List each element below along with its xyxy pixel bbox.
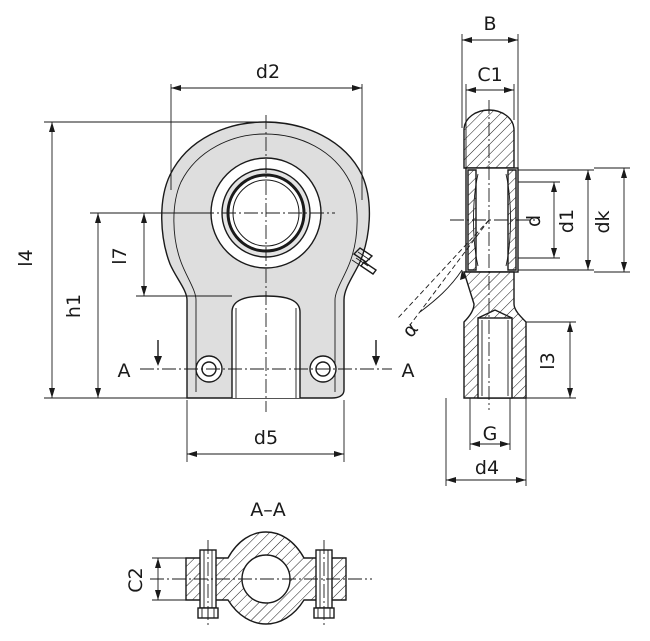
section-a-a-view: A–A C2 (125, 499, 372, 628)
alpha-line-2 (397, 219, 490, 319)
label-l7: l7 (109, 247, 131, 264)
side-thread-bore (477, 317, 513, 399)
front-view: d2 l4 h1 l7 d5 A A (15, 61, 415, 462)
label-c1: C1 (477, 64, 502, 86)
alpha-line-1 (409, 219, 490, 326)
label-d1: d1 (556, 209, 578, 233)
label-section-title: A–A (250, 499, 286, 521)
label-l4: l4 (15, 249, 37, 266)
side-drill-point (477, 309, 513, 319)
label-d: d (523, 215, 545, 227)
label-section-a-left: A (118, 360, 131, 382)
label-g: G (483, 423, 498, 445)
label-dk: dk (592, 210, 614, 233)
grease-nipple (351, 247, 378, 275)
label-d5: d5 (254, 427, 278, 449)
label-b: B (483, 13, 496, 35)
label-d4: d4 (475, 457, 499, 479)
label-c2: C2 (125, 567, 147, 592)
label-h1: h1 (63, 294, 85, 318)
side-view: B C1 d d1 dk α l3 (397, 13, 630, 486)
label-l3: l3 (537, 352, 559, 369)
alpha-arc (419, 269, 463, 313)
label-section-a-right: A (402, 360, 415, 382)
housing-inner-contour (173, 133, 358, 392)
side-thread-lines (481, 320, 509, 396)
label-alpha: α (398, 318, 423, 342)
label-d2: d2 (256, 61, 280, 83)
